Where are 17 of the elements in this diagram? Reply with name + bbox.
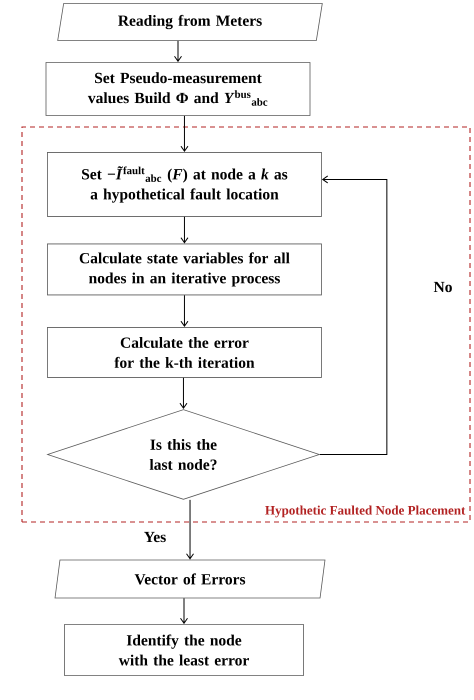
arrow xyxy=(174,40,182,62)
arrow xyxy=(180,216,188,244)
process-box: Calculate state variables for all nodes in an iterative process xyxy=(47,244,322,296)
arrow xyxy=(319,175,388,455)
process-box: Set −Ĩ$^{fault}$$_{abc}$ (F) at node a k as a hypothetical fault location xyxy=(47,152,322,217)
arrow xyxy=(180,115,188,152)
process-box: Set Pseudo-measurement values Build Φ and Y$^{bus}$abc xyxy=(46,62,310,116)
io-parallelogram: Vector of Errors xyxy=(54,560,326,598)
process-box: Identify the node with the least error xyxy=(64,624,304,676)
process-box: Calculate the error for the k-th iteration xyxy=(47,327,322,378)
io-parallelogram: Reading from Meters xyxy=(57,3,323,41)
arrow xyxy=(186,499,194,560)
arrow xyxy=(180,598,188,624)
edge-label: No xyxy=(432,280,454,294)
edge-label: Yes xyxy=(142,530,168,544)
arrow xyxy=(179,377,188,410)
arrow xyxy=(180,294,188,328)
